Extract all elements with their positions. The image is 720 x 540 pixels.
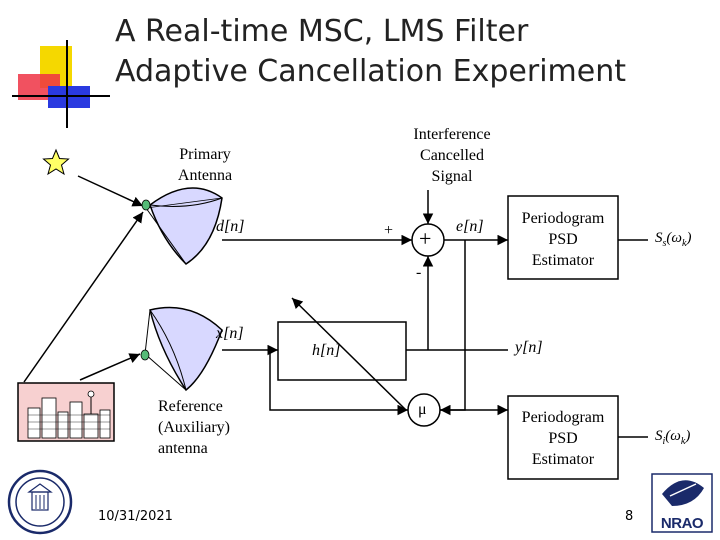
estimator-bottom-line: Periodogram	[521, 409, 605, 426]
reference-antenna-icon	[140, 306, 223, 392]
output-top-arg: (ω	[666, 230, 682, 246]
slide-title: A Real-time MSC, LMS Filter Adaptive Can…	[115, 12, 705, 92]
plus-input-label: +	[384, 222, 394, 239]
interference-cancelled-label: Interference Cancelled Signal	[400, 124, 504, 187]
title-line-2: Adaptive Cancellation Experiment	[115, 54, 626, 89]
slide-date: 10/31/2021	[98, 509, 173, 524]
output-bottom-base: S	[655, 428, 663, 444]
output-top-close: )	[686, 230, 692, 246]
city-interference-icon	[17, 382, 115, 442]
svg-text:NRAO: NRAO	[661, 515, 704, 532]
summer-plus-symbol: +	[419, 226, 432, 251]
output-top-label: Ss(ωk)	[655, 228, 691, 254]
nrao-logo-icon: NRAO	[651, 473, 713, 533]
corner-decoration	[0, 0, 110, 130]
estimator-bottom-line: Estimator	[531, 451, 595, 468]
output-bottom-sub: i	[662, 436, 666, 447]
university-seal-icon	[7, 469, 73, 535]
city-to-reference-arrow	[79, 353, 141, 381]
estimator-bottom-line: PSD	[548, 430, 578, 447]
output-bottom-arg: (ω	[665, 428, 681, 444]
star-to-primary-arrow	[77, 175, 144, 207]
estimator-top-line: PSD	[548, 231, 578, 248]
periodogram-top-label: Periodogram PSD Estimator	[508, 208, 618, 271]
periodogram-top-box	[507, 195, 619, 280]
interference-label-line: Cancelled	[420, 147, 484, 164]
primary-antenna-label-line: Primary	[179, 146, 231, 163]
filter-box	[277, 321, 407, 381]
primary-antenna-icon	[141, 187, 223, 265]
output-bottom-label: Si(ωk)	[655, 426, 690, 452]
output-bottom-close: )	[685, 428, 691, 444]
primary-antenna-label: Primary Antenna	[165, 144, 245, 186]
minus-input-label: -	[416, 264, 422, 281]
reference-label-line: Reference	[158, 398, 223, 415]
horizontal-rule	[12, 95, 110, 97]
mu-symbol: μ	[418, 401, 427, 418]
reference-antenna-label: Reference (Auxiliary) antenna	[158, 396, 268, 459]
adaptation-arrow	[291, 297, 407, 411]
city-to-primary-arrow	[23, 211, 144, 383]
output-bottom-arg-sub: k	[680, 436, 686, 447]
e-signal-label: e[n]	[456, 218, 484, 235]
vertical-rule	[66, 40, 68, 128]
x-signal-label: x[n]	[216, 325, 244, 342]
error-feedback-line	[440, 240, 466, 416]
reference-label-line: antenna	[158, 440, 208, 457]
title-line-1: A Real-time MSC, LMS Filter	[115, 14, 529, 49]
primary-antenna-label-line: Antenna	[177, 167, 233, 184]
blue-square	[48, 86, 90, 108]
interference-label-line: Signal	[431, 168, 473, 185]
output-top-arg-sub: k	[682, 238, 687, 249]
d-signal-label: d[n]	[216, 218, 245, 235]
star-icon	[42, 148, 70, 176]
y-signal-label: y[n]	[515, 339, 543, 356]
estimator-top-line: Periodogram	[521, 210, 605, 227]
estimator-top-line: Estimator	[531, 252, 595, 269]
interference-label-line: Interference	[413, 126, 491, 143]
periodogram-bottom-label: Periodogram PSD Estimator	[508, 407, 618, 470]
filter-label: h[n]	[312, 342, 341, 359]
periodogram-bottom-box	[507, 395, 619, 480]
x-to-mu-line	[269, 350, 408, 416]
page-number: 8	[625, 509, 634, 524]
reference-label-line: (Auxiliary)	[158, 419, 230, 436]
output-top-sub: s	[662, 238, 667, 249]
output-top-base: S	[655, 230, 663, 246]
